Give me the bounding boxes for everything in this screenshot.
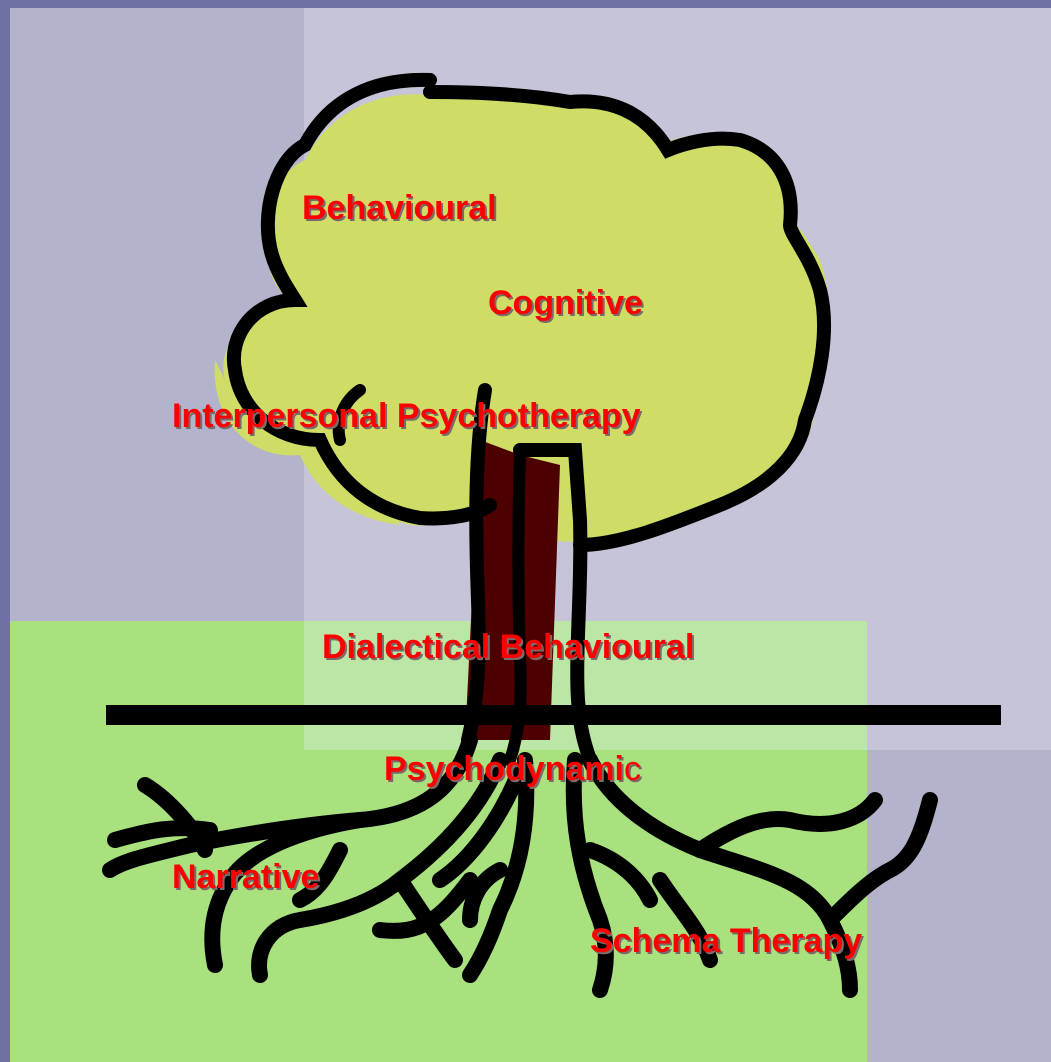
- label-schema-therapy: Schema Therapy: [590, 924, 862, 958]
- label-interpersonal-psychotherapy: Interpersonal Psychotherapy: [172, 399, 641, 433]
- label-behavioural: Behavioural: [302, 191, 497, 225]
- label-dialectical-behavioural: Dialectical Behavioural: [322, 630, 694, 664]
- label-cognitive: Cognitive: [488, 286, 643, 320]
- label-psychodynamic-main: Psychodynami: [384, 750, 624, 788]
- ground-line: [106, 705, 1001, 725]
- label-narrative: Narrative: [172, 860, 319, 894]
- label-psychodynamic-last: c: [624, 750, 641, 788]
- label-psychodynamic: Psychodynamic: [384, 752, 641, 786]
